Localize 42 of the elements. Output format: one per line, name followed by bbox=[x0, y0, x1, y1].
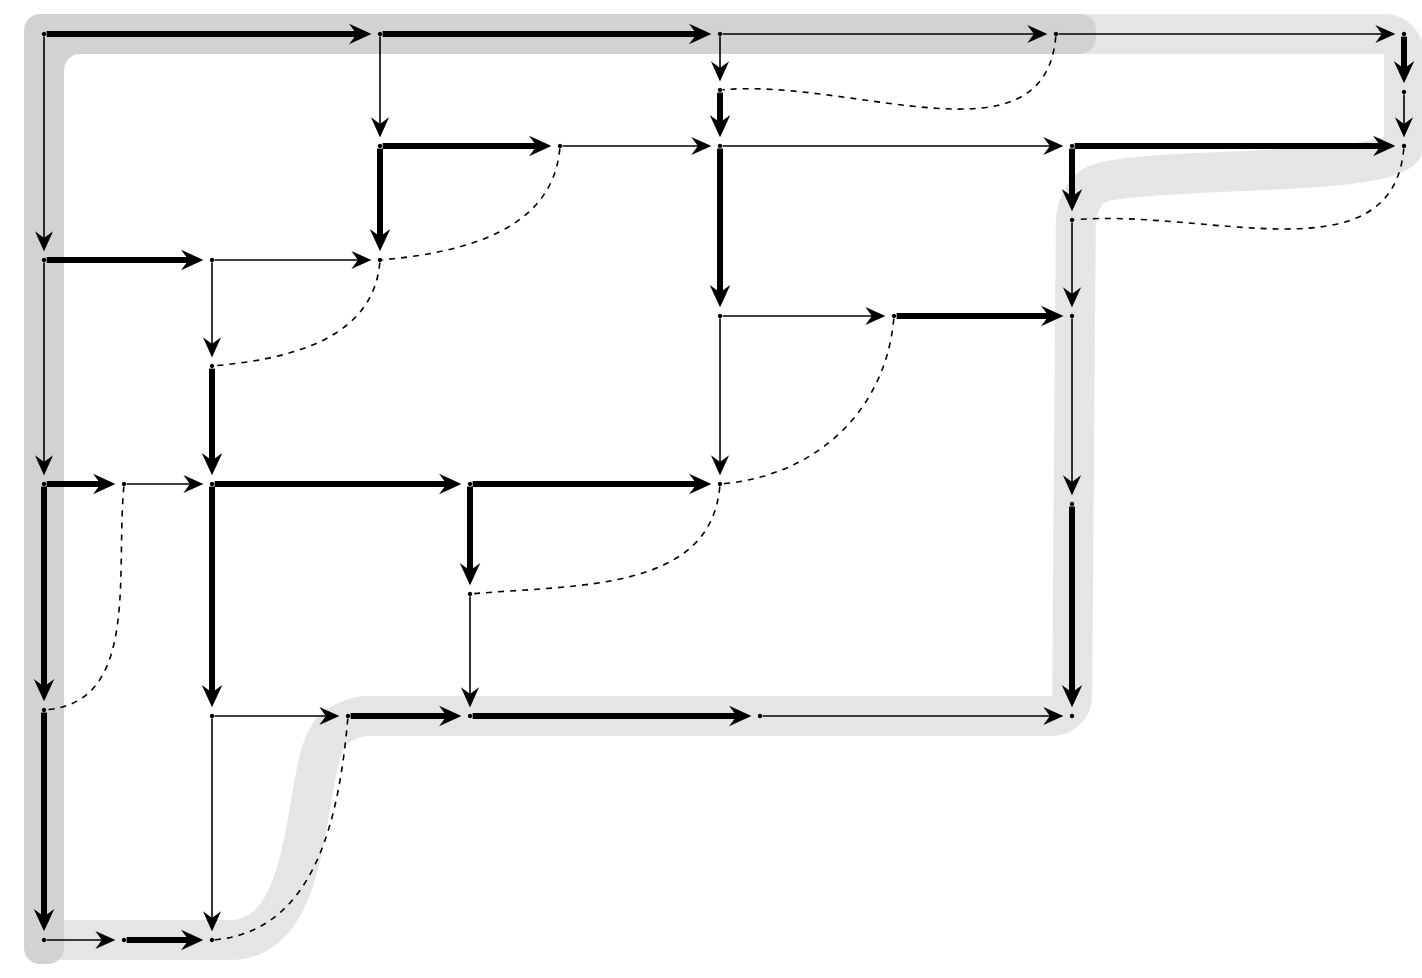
dashed-line bbox=[213, 717, 349, 941]
junction-point bbox=[121, 481, 127, 487]
junction-point bbox=[41, 481, 47, 487]
junction-point bbox=[891, 313, 897, 319]
junction-point bbox=[1069, 713, 1075, 719]
junction-point bbox=[717, 313, 723, 319]
junction-point bbox=[209, 257, 215, 263]
junction-point bbox=[1069, 143, 1075, 149]
dashed-line bbox=[45, 485, 125, 711]
junction-point bbox=[1053, 31, 1059, 37]
junction-point bbox=[467, 481, 473, 487]
junction-point bbox=[467, 591, 473, 597]
junction-point bbox=[41, 707, 47, 713]
junction-point bbox=[377, 143, 383, 149]
dashed-line bbox=[213, 261, 381, 367]
junction-point bbox=[209, 363, 215, 369]
junction-point bbox=[377, 257, 383, 263]
junction-point bbox=[41, 937, 47, 943]
junction-point bbox=[209, 713, 215, 719]
dashed-line bbox=[471, 485, 721, 595]
junction-point bbox=[1401, 143, 1407, 149]
junction-point bbox=[41, 31, 47, 37]
junction-point bbox=[717, 31, 723, 37]
junction-point bbox=[209, 481, 215, 487]
junction-point bbox=[1069, 313, 1075, 319]
junction-point bbox=[1069, 217, 1075, 223]
junction-point bbox=[557, 143, 563, 149]
junction-point bbox=[1401, 89, 1407, 95]
dashed-line bbox=[721, 35, 1057, 110]
junction-point bbox=[757, 713, 763, 719]
junction-point bbox=[345, 713, 351, 719]
junction-point bbox=[467, 713, 473, 719]
junction-point bbox=[717, 481, 723, 487]
junction-point bbox=[1401, 31, 1407, 37]
junction-point bbox=[121, 937, 127, 943]
junction-point bbox=[717, 143, 723, 149]
junction-point bbox=[209, 937, 215, 943]
junction-point bbox=[377, 31, 383, 37]
dashed-line bbox=[721, 317, 895, 485]
junction-point bbox=[717, 87, 723, 93]
junction-point bbox=[41, 257, 47, 263]
junction-point bbox=[1069, 501, 1075, 507]
